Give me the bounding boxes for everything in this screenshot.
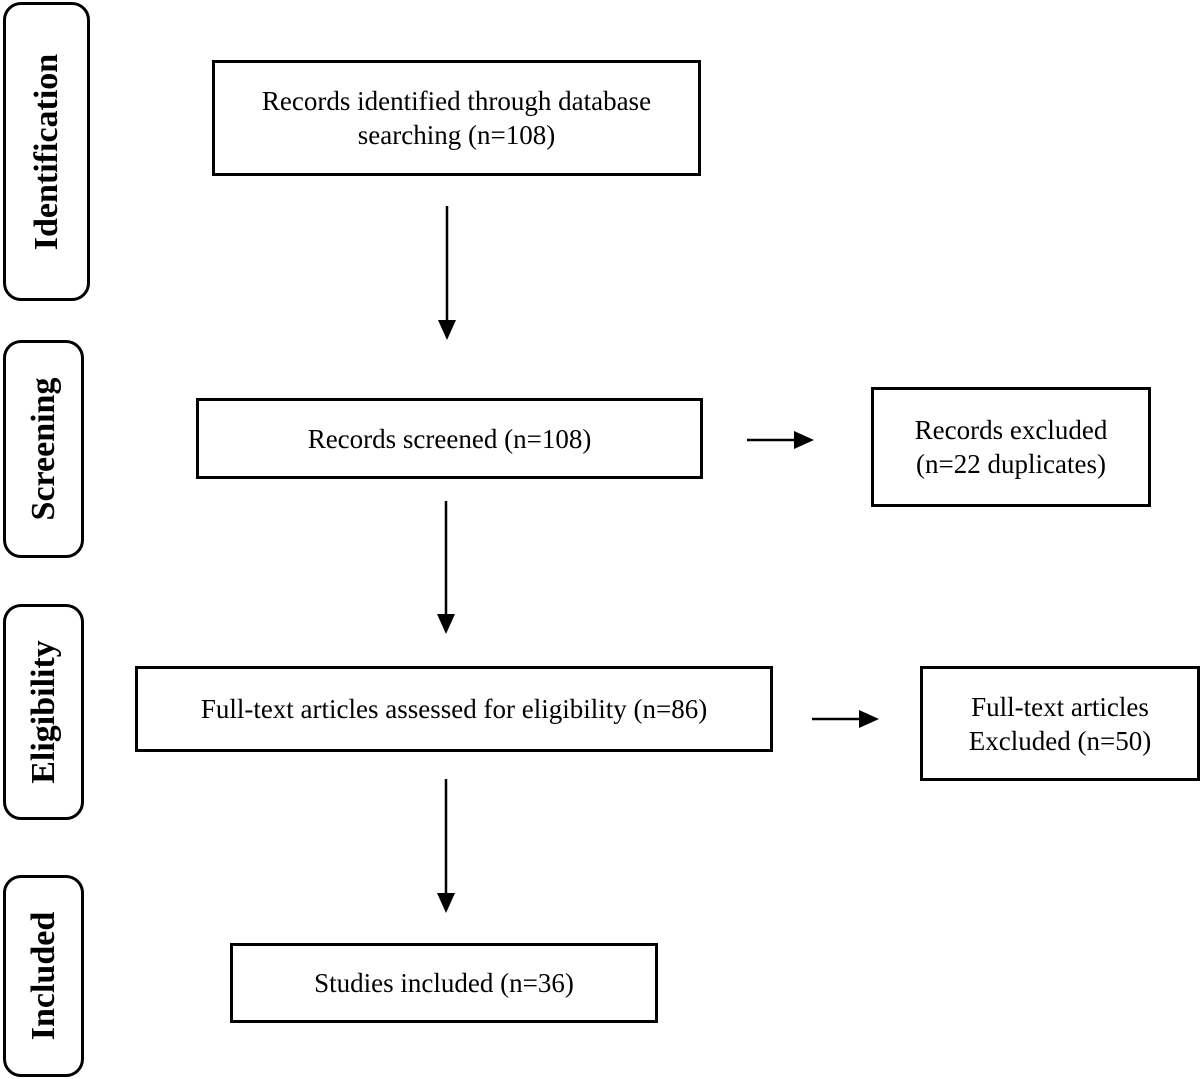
studies-included-box: Studies included (n=36) <box>230 943 658 1023</box>
records-excluded-box: Records excluded (n=22 duplicates) <box>871 387 1151 507</box>
records-identified-text: Records identified through database sear… <box>261 86 652 150</box>
studies-included-text: Studies included (n=36) <box>314 968 574 998</box>
full-text-assessed-box: Full-text articles assessed for eligibil… <box>135 666 773 752</box>
stage-identification: Identification <box>3 2 90 301</box>
stage-screening-label: Screening <box>24 377 62 521</box>
arrow-down-3 <box>437 779 455 913</box>
records-screened-box: Records screened (n=108) <box>196 398 703 479</box>
arrow-right-1 <box>747 431 814 449</box>
stage-included-label: Included <box>24 911 62 1041</box>
arrow-right-2 <box>812 710 879 728</box>
full-text-assessed-text: Full-text articles assessed for eligibil… <box>200 694 708 724</box>
records-screened-text: Records screened (n=108) <box>307 423 592 454</box>
stage-included: Included <box>3 875 84 1077</box>
full-text-excluded-text: Full-text articles Excluded (n=50) <box>968 691 1152 756</box>
arrow-down-1 <box>438 206 456 340</box>
stage-eligibility-label: Eligibility <box>24 640 62 784</box>
stage-identification-label: Identification <box>27 53 65 250</box>
arrow-down-2 <box>437 501 455 634</box>
full-text-excluded-box: Full-text articles Excluded (n=50) <box>920 666 1200 781</box>
stage-screening: Screening <box>3 340 84 558</box>
stage-eligibility: Eligibility <box>3 604 84 820</box>
records-identified-box: Records identified through database sear… <box>212 60 701 176</box>
records-excluded-text: Records excluded (n=22 duplicates) <box>914 415 1108 479</box>
